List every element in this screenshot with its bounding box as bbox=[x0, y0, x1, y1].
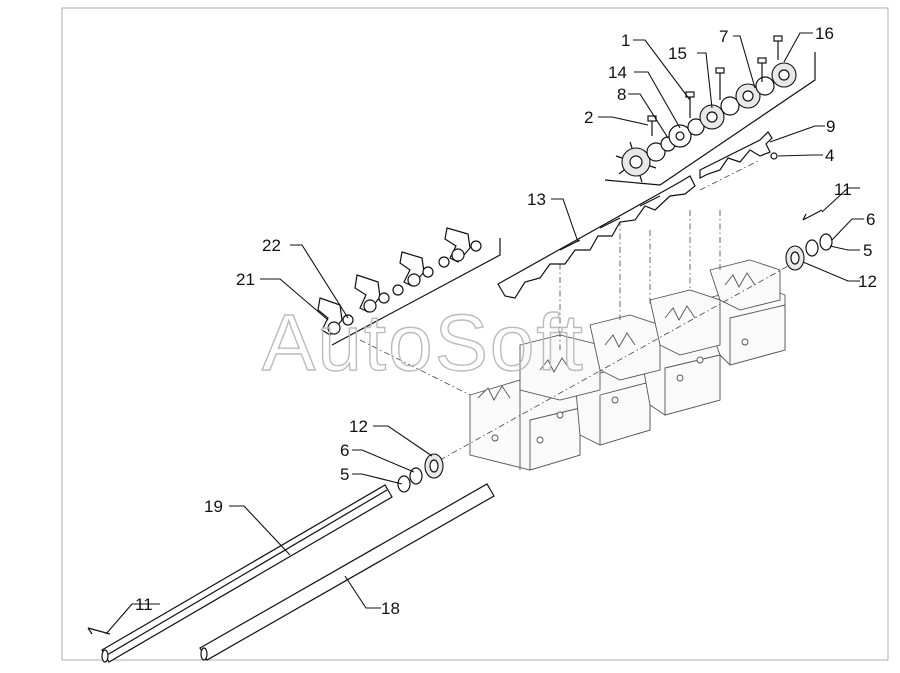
callout-14: 14 bbox=[608, 63, 627, 82]
seal-12-right bbox=[785, 233, 833, 271]
callout-12-left: 12 bbox=[349, 417, 368, 436]
callout-7: 7 bbox=[719, 27, 728, 46]
gear-left bbox=[615, 141, 657, 183]
callout-9: 9 bbox=[826, 117, 835, 136]
callout-6-right: 6 bbox=[866, 210, 875, 229]
callout-16: 16 bbox=[815, 24, 834, 43]
callout-5-left: 5 bbox=[340, 465, 349, 484]
watermark: AutoSoft bbox=[262, 298, 585, 387]
callout-19: 19 bbox=[204, 497, 223, 516]
bracket-9 bbox=[699, 131, 778, 179]
callout-11-left: 11 bbox=[135, 595, 153, 614]
callout-13: 13 bbox=[527, 190, 546, 209]
housing-assembly bbox=[469, 259, 786, 471]
callout-12-right: 12 bbox=[858, 272, 877, 291]
callout-18: 18 bbox=[381, 599, 400, 618]
projection-lines bbox=[359, 159, 791, 461]
callout-5-right: 5 bbox=[863, 241, 872, 260]
diagram-frame bbox=[61, 7, 889, 661]
callout-11-right: 11 bbox=[834, 180, 852, 199]
callout-2: 2 bbox=[584, 108, 593, 127]
shaft-18 bbox=[199, 483, 495, 661]
pin-11-right bbox=[802, 209, 823, 221]
callout-8: 8 bbox=[617, 85, 626, 104]
upper-right-subassembly bbox=[604, 35, 816, 186]
callout-4: 4 bbox=[825, 146, 834, 165]
rail-13 bbox=[497, 175, 696, 299]
callout-15: 15 bbox=[668, 44, 687, 63]
left-subassembly bbox=[317, 227, 501, 346]
callout-1: 1 bbox=[621, 31, 630, 50]
callout-6-left: 6 bbox=[340, 441, 349, 460]
callouts: 1 15 7 16 14 8 2 9 4 13 11 6 5 12 22 21 … bbox=[135, 24, 877, 618]
callout-21: 21 bbox=[236, 270, 255, 289]
seal-12-left bbox=[397, 453, 444, 493]
callout-22: 22 bbox=[262, 236, 281, 255]
shaft-19 bbox=[101, 484, 393, 663]
leader-lines bbox=[105, 32, 864, 635]
